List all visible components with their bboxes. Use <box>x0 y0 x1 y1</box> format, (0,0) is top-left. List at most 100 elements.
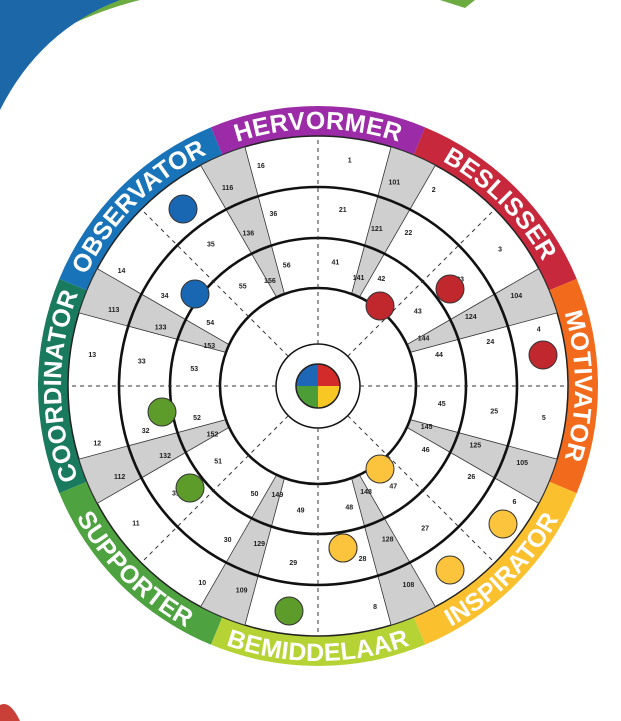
center-quadrant <box>296 386 318 408</box>
segment-number: 43 <box>414 308 422 315</box>
segment-number: 104 <box>511 293 523 300</box>
segment-number: 141 <box>353 275 365 282</box>
segment-number: 32 <box>142 428 150 435</box>
center-quadrant <box>318 386 340 408</box>
segment-number: 112 <box>114 474 125 481</box>
score-dot <box>528 340 558 370</box>
segment-number: 133 <box>155 325 167 332</box>
corner-decoration <box>0 0 475 721</box>
segment-number: 31 <box>172 491 180 498</box>
score-dot <box>488 509 518 539</box>
role-segment <box>210 616 426 666</box>
segment-number: 101 <box>389 179 401 186</box>
segment-number: 132 <box>159 453 171 460</box>
segment-number: 153 <box>204 343 216 350</box>
score-dot <box>365 291 395 321</box>
segment-number: 109 <box>236 588 248 595</box>
segment-number: 121 <box>371 226 383 233</box>
segment-number: 14 <box>118 268 126 275</box>
segment-number: 105 <box>516 460 528 467</box>
segment-number: 125 <box>470 442 482 449</box>
score-dot <box>180 279 210 309</box>
score-dot <box>365 454 395 484</box>
segment-number: 50 <box>251 491 259 498</box>
score-dot <box>147 397 177 427</box>
segment-number: 33 <box>138 359 146 366</box>
segment-number: 46 <box>422 447 430 454</box>
segment-number: 4 <box>537 326 541 333</box>
corner-swoosh-green-right <box>440 0 475 8</box>
segment-number: 24 <box>486 339 494 346</box>
corner-swoosh-blue <box>0 0 120 110</box>
segment-number: 48 <box>345 505 353 512</box>
segment-number: 1 <box>348 158 352 165</box>
segment-number: 51 <box>214 459 222 466</box>
segment-number: 44 <box>435 352 443 359</box>
segment-number: 26 <box>467 474 475 481</box>
segment-number: 35 <box>207 241 215 248</box>
segment-number: 47 <box>389 483 397 490</box>
segment-number: 128 <box>382 536 394 543</box>
dashed-spokes <box>68 136 568 636</box>
segment-number: 5 <box>542 415 546 422</box>
dashed-spoke <box>140 208 289 357</box>
role-segment <box>548 278 598 494</box>
segment-number: 113 <box>108 307 119 314</box>
segment-number: 2 <box>432 187 436 194</box>
segment-number: 34 <box>161 293 169 300</box>
score-dot <box>328 533 358 563</box>
dashed-spoke <box>347 208 496 357</box>
segment-number: 45 <box>438 401 446 408</box>
center-outline <box>295 363 341 409</box>
segment-number: 13 <box>88 352 96 359</box>
segment-number: 149 <box>272 492 284 499</box>
segment-number: 152 <box>207 432 219 439</box>
segment-number: 156 <box>264 278 276 285</box>
score-dot <box>175 473 205 503</box>
ring-circle <box>117 185 519 587</box>
role-segment <box>210 106 426 156</box>
score-dot <box>168 194 198 224</box>
grey-bands <box>78 146 558 626</box>
segment-number: 30 <box>224 537 232 544</box>
segment-number: 25 <box>490 408 498 415</box>
center-quadrant <box>318 364 340 386</box>
segment-number: 136 <box>242 231 254 238</box>
segment-number: 148 <box>360 489 372 496</box>
segment-number: 16 <box>257 163 265 170</box>
segment-number: 116 <box>222 185 233 192</box>
center-quadrant <box>296 364 318 386</box>
segment-number: 10 <box>198 580 206 587</box>
corner-swoosh-red <box>0 704 20 721</box>
segment-number: 56 <box>283 262 291 269</box>
segment-number: 54 <box>206 320 214 327</box>
segment-number: 41 <box>331 260 339 267</box>
dashed-spoke <box>347 415 496 564</box>
segment-number: 42 <box>378 276 386 283</box>
score-dot <box>435 274 465 304</box>
segment-number: 52 <box>193 415 201 422</box>
segment-number: 145 <box>421 424 433 431</box>
segment-number: 11 <box>132 521 140 528</box>
segment-number: 27 <box>421 526 429 533</box>
segment-number: 124 <box>465 314 477 321</box>
segment-number: 21 <box>339 207 347 214</box>
dashed-spoke <box>140 415 289 564</box>
score-dot <box>274 596 304 626</box>
segment-number: 3 <box>498 246 502 253</box>
segment-number: 108 <box>403 582 415 589</box>
score-dots <box>147 194 558 626</box>
segment-number: 129 <box>253 541 265 548</box>
segment-number: 29 <box>289 560 297 567</box>
center-emblem <box>295 363 341 409</box>
segment-number: 55 <box>239 284 247 291</box>
segment-number: 12 <box>93 441 101 448</box>
segment-number: 6 <box>512 499 516 506</box>
segment-number: 28 <box>359 556 367 563</box>
segment-number: 8 <box>373 604 377 611</box>
segment-number: 49 <box>297 507 305 514</box>
segment-number: 22 <box>404 230 412 237</box>
score-dot <box>435 555 465 585</box>
